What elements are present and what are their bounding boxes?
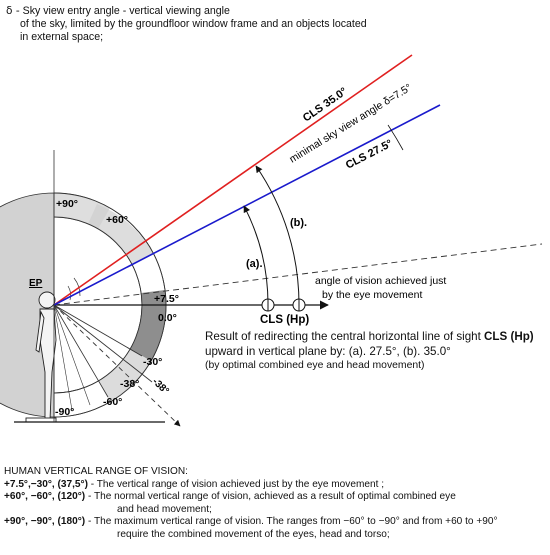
label-cls27: CLS 27.5° xyxy=(344,138,395,172)
intro-note: δ - Sky view entry angle - vertical view… xyxy=(6,5,367,44)
ring-lower-band xyxy=(98,349,151,402)
human-silhouette xyxy=(25,291,57,423)
result-line-3: (by optimal combined eye and head moveme… xyxy=(205,360,425,371)
line-cls27 xyxy=(53,104,441,306)
legend-item: +90°, −90°, (180°) - The maximum vertica… xyxy=(4,516,498,528)
line-cls35 xyxy=(53,54,413,306)
result-text: Result of redirecting the central horizo… xyxy=(205,330,534,374)
label-zero: 0.0° xyxy=(158,312,177,324)
label-plus60: +60° xyxy=(106,214,128,226)
label-cls-hp: CLS (Hp) xyxy=(260,314,309,326)
legend-item: +60°, −60°, (120°) - The normal vertical… xyxy=(4,491,456,503)
arc-b xyxy=(255,165,300,306)
label-arc-b: (b). xyxy=(290,217,307,229)
label-minus38a: -38° xyxy=(120,378,139,390)
label-minus60: -60° xyxy=(103,396,122,408)
intro-line-3: in external space; xyxy=(20,31,104,43)
vision-hemisphere xyxy=(0,192,55,418)
legend-title: HUMAN VERTICAL RANGE OF VISION: xyxy=(4,466,188,477)
line-minus38-arrow xyxy=(53,304,181,427)
line-minus60 xyxy=(53,304,109,398)
ring-upper-mid-band xyxy=(88,204,153,264)
intro-line-2: of the sky, limited by the groundfloor w… xyxy=(20,18,367,30)
label-cls35: CLS 35.0° xyxy=(301,86,350,125)
vision-diagram: +90° +60° +7.5° 0.0° -30° -38° -38° -60°… xyxy=(0,54,543,427)
legend: HUMAN VERTICAL RANGE OF VISION: +7.5°,−3… xyxy=(4,466,497,542)
legend-item-cont: and head movement; xyxy=(117,503,212,515)
ring-eye-movement-band xyxy=(130,290,167,361)
label-ep: EP xyxy=(29,278,43,289)
intro-line-1: δ - Sky view entry angle - vertical view… xyxy=(6,5,230,17)
arc-a xyxy=(243,205,269,306)
label-eye-movement-1: angle of vision achieved just xyxy=(315,275,446,287)
label-plus90: +90° xyxy=(56,198,78,210)
delta-symbol: δ - xyxy=(6,5,20,17)
result-line-2: upward in vertical plane by: (a). 27.5°,… xyxy=(205,344,451,358)
label-minus90: -90° xyxy=(55,406,74,418)
sky-angle-arc xyxy=(387,124,404,151)
legend-item-cont: require the combined movement of the eye… xyxy=(117,528,390,540)
line-eye-up xyxy=(53,243,543,306)
label-arc-a: (a). xyxy=(246,258,263,270)
label-eye-movement-2: by the eye movement xyxy=(322,289,422,301)
label-minus30: -30° xyxy=(143,356,162,368)
label-minus38b: -38° xyxy=(150,376,171,397)
label-plus7-5: +7.5° xyxy=(154,293,179,305)
legend-item: +7.5°,−30°, (37,5°) - The vertical range… xyxy=(4,478,385,490)
result-line-1: Result of redirecting the central horizo… xyxy=(205,330,534,343)
line-minus38 xyxy=(53,304,153,383)
result-cls-hp: CLS (Hp) xyxy=(484,330,534,343)
line-minus30 xyxy=(53,304,143,357)
